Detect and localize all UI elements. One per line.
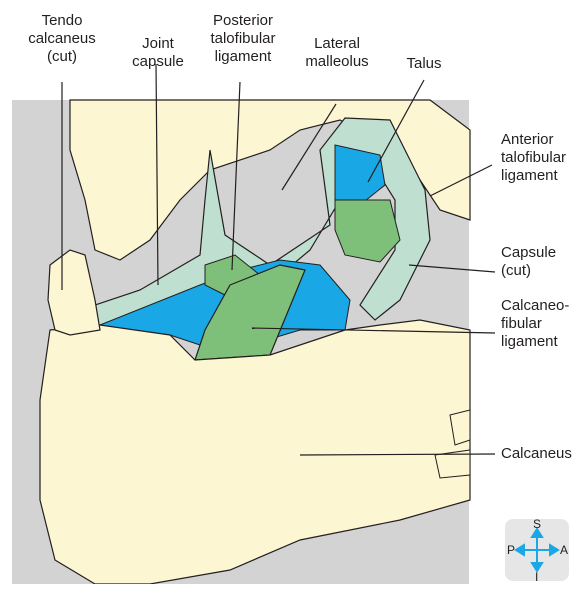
compass-anterior: A	[560, 544, 568, 556]
label-calcaneus: Calcaneus	[501, 445, 581, 463]
label-lateral-malleolus: Lateral malleolus	[300, 35, 374, 71]
compass-inferior: I	[535, 571, 538, 583]
orientation-compass: S P A I	[505, 519, 569, 581]
label-anterior-talofibular-ligament: Anterior talofibular ligament	[501, 131, 581, 185]
label-calcaneofibular-ligament: Calcaneo- fibular ligament	[501, 297, 581, 351]
label-tendo-calcaneus: Tendo calcaneus (cut)	[20, 12, 104, 66]
label-joint-capsule: Joint capsule	[127, 35, 189, 71]
compass-posterior: P	[507, 544, 515, 556]
label-capsule-cut: Capsule (cut)	[501, 244, 573, 280]
label-talus: Talus	[400, 55, 448, 73]
label-posterior-talofibular-ligament: Posterior talofibular ligament	[200, 12, 286, 66]
compass-superior: S	[533, 518, 541, 530]
